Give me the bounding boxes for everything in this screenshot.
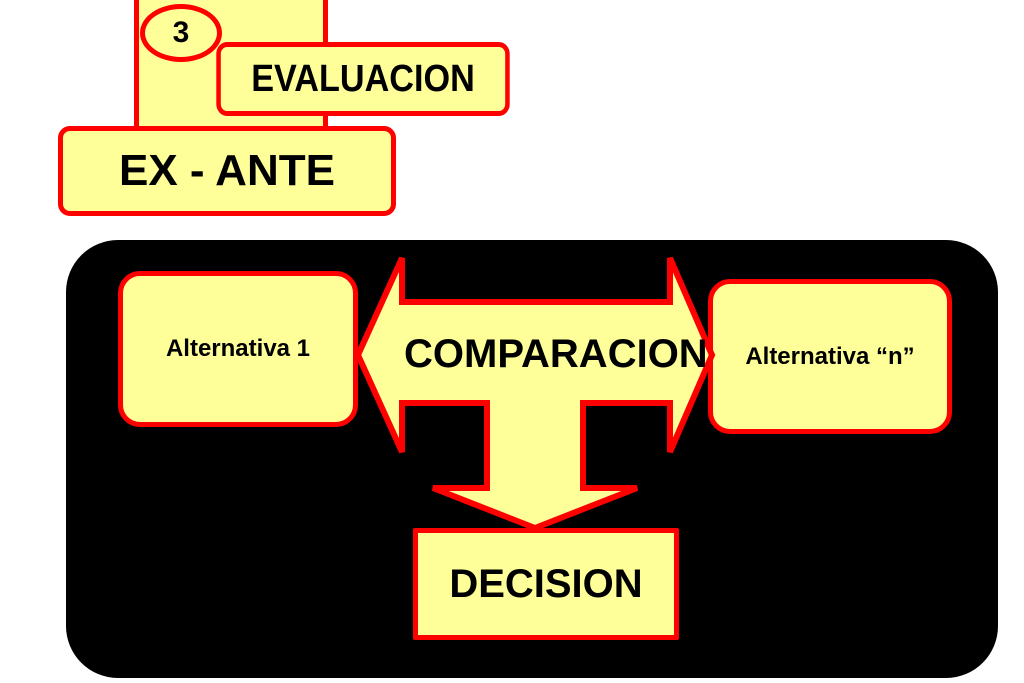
alternative-1-box: Alternativa 1 [118, 271, 358, 427]
decision-box: DECISION [413, 528, 679, 640]
step-number-badge: 3 [140, 4, 222, 62]
comparison-label: COMPARACION [404, 332, 708, 376]
section-title: EVALUACION [216, 42, 510, 116]
section-subtitle: EX - ANTE [58, 126, 396, 216]
comparison-double-arrow [354, 256, 716, 532]
alternative-n-box: Alternativa “n” [708, 279, 952, 434]
